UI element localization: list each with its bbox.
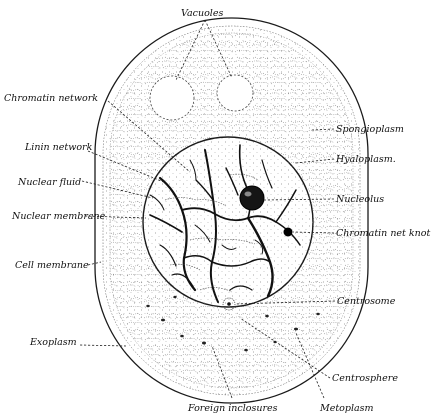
label-chromatin-network: Chromatin network — [4, 93, 98, 104]
label-nuclear-fluid: Nuclear fluid — [17, 177, 81, 188]
label-spongioplasm: Spongioplasm — [336, 124, 404, 135]
label-centrosome: Centrosome — [337, 296, 396, 307]
label-centrosphere: Centrosphere — [332, 373, 398, 384]
label-foreign-inclosures: Foreign inclosures — [187, 403, 278, 414]
label-exoplasm: Exoplasm — [29, 337, 77, 348]
label-cell-membrane: Cell membrane — [15, 260, 89, 271]
centrosome — [227, 302, 231, 306]
nucleolus-highlight — [245, 192, 252, 197]
label-chromatin-net-knot: Chromatin net knot — [336, 228, 430, 239]
vacuole-right — [217, 75, 253, 111]
chromatin-net-knot — [284, 228, 293, 237]
nucleolus — [240, 186, 264, 210]
label-linin-network: Linin network — [24, 142, 93, 153]
label-metoplasm: Metoplasm — [319, 403, 374, 414]
vacuole-left — [150, 76, 194, 120]
label-vacuoles: Vacuoles — [181, 8, 223, 19]
label-nucleolus: Nucleolus — [335, 194, 384, 205]
label-nuclear-membrane: Nuclear membrane — [11, 211, 106, 222]
label-hyaloplasm: Hyaloplasm. — [335, 154, 396, 165]
